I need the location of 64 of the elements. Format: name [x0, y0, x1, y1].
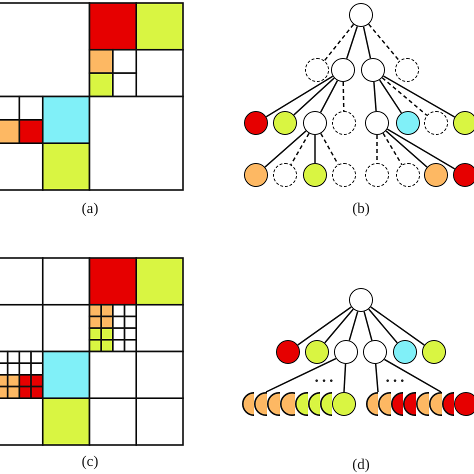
tree-node-circle	[424, 163, 448, 187]
tree-edge	[378, 80, 402, 114]
tree-edge	[373, 82, 377, 112]
dashed-tree-edge	[376, 135, 378, 163]
tree-node-circle	[276, 340, 300, 364]
tree-node-circle	[393, 340, 417, 364]
dashed-tree-edge	[324, 24, 354, 62]
tree-node-circle	[244, 111, 268, 135]
empty-node-circle	[396, 163, 420, 187]
dashed-tree-edge	[320, 133, 339, 165]
ellipsis: •••	[385, 376, 407, 389]
panel-label: (c)	[82, 453, 98, 471]
empty-node-circle	[424, 111, 448, 135]
tree-edge	[264, 130, 306, 168]
dashed-tree-edge	[382, 77, 428, 116]
tree-edge	[320, 80, 338, 113]
dashed-tree-edge	[290, 133, 310, 165]
tree-edge	[363, 311, 373, 341]
dashed-tree-edge	[342, 82, 345, 112]
tree-node-circle	[303, 111, 327, 135]
empty-node-circle	[365, 163, 389, 187]
empty-node-circle	[305, 58, 329, 82]
tree-edge	[384, 358, 442, 393]
tree-edge	[343, 364, 346, 392]
tree-node-circle	[453, 111, 474, 135]
tree-edge	[293, 78, 335, 116]
tree-node-circle	[454, 392, 474, 416]
tree-node-circle	[349, 3, 373, 27]
empty-node-circle	[332, 111, 356, 135]
panel-label: (b)	[352, 200, 370, 218]
tree-node-circle	[396, 111, 420, 135]
dashed-tree-edge	[382, 132, 402, 166]
tree-node-circle	[331, 58, 355, 82]
tree-edge	[348, 311, 358, 341]
tree-node-circle	[273, 111, 297, 135]
tree-edge	[346, 26, 358, 59]
tree-node-circle	[363, 340, 387, 364]
empty-node-circle	[273, 163, 297, 187]
tree-edge	[386, 128, 456, 170]
tree-node-circle	[244, 163, 268, 187]
tree-node-circle	[453, 163, 474, 187]
tree-node-circle	[361, 58, 385, 82]
tree-node-circle	[365, 111, 389, 135]
tree-node-circle	[303, 163, 327, 187]
tree-edge	[386, 130, 428, 168]
empty-node-circle	[395, 58, 419, 82]
tree-edge	[297, 306, 352, 346]
tree-edge	[362, 26, 372, 58]
dashed-tree-edge	[368, 24, 400, 62]
tree-edge	[314, 135, 316, 163]
tree-edge	[374, 364, 379, 392]
panel-label: (a)	[82, 200, 98, 218]
tree-edge	[368, 308, 398, 344]
tree-node-circle	[334, 340, 358, 364]
ellipsis: •••	[314, 376, 336, 389]
panel-label: (d)	[352, 456, 370, 474]
tree-node-circle	[349, 288, 373, 312]
tree-node-circle	[305, 340, 329, 364]
tree-edge	[324, 308, 354, 344]
tree-edge	[383, 75, 455, 118]
tree-edge	[370, 306, 425, 346]
empty-node-circle	[332, 163, 356, 187]
tree-edge	[266, 76, 334, 118]
tree-node-circle	[422, 340, 446, 364]
